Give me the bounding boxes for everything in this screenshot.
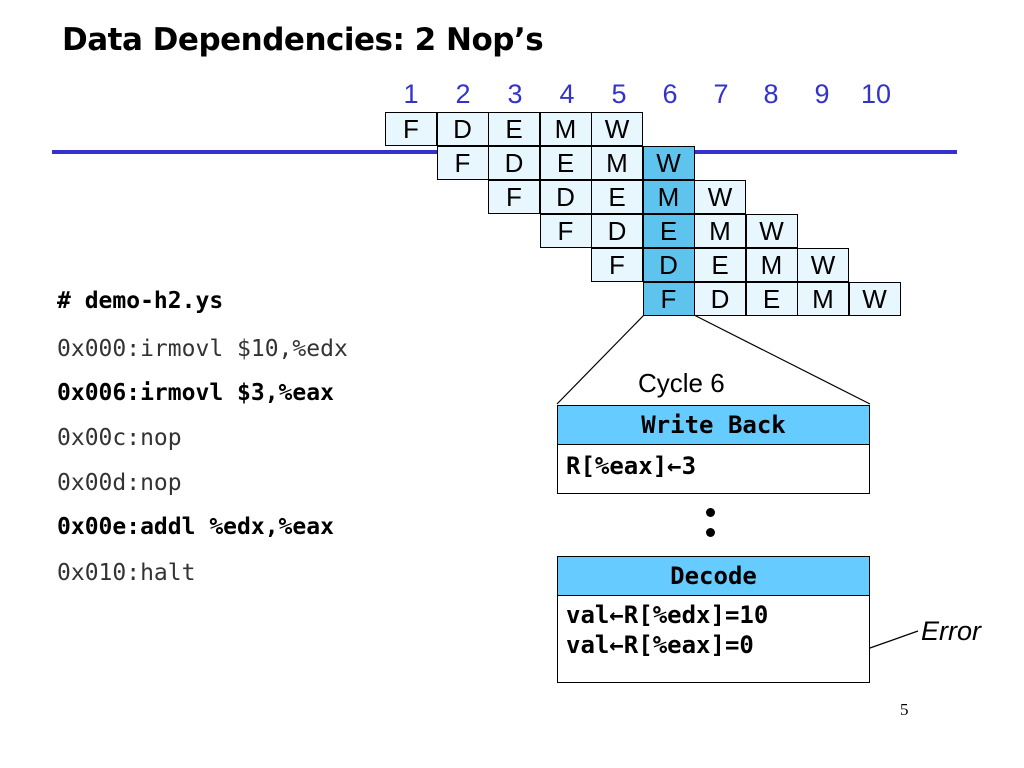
pipeline-stage-M: M <box>642 180 695 214</box>
pipeline-stage-E: E <box>694 248 746 282</box>
decode-line-edx: val←R[%edx]=10 <box>566 601 769 629</box>
pipeline-stage-E: E <box>642 214 695 248</box>
pipeline-stage-D: D <box>539 180 592 214</box>
cycle-number: 7 <box>713 79 729 109</box>
error-label: Error <box>921 616 981 646</box>
pipeline-stage-F: F <box>591 248 643 282</box>
pipeline-stage-E: E <box>745 282 798 316</box>
cycle-number: 8 <box>763 79 779 109</box>
pipeline-stage-W: W <box>848 282 901 316</box>
pipeline-stage-D: D <box>436 112 489 146</box>
slide-title: Data Dependencies: 2 Nop’s <box>62 22 544 58</box>
decode-text: val←R[%edx]=10 val←R[%eax]=0 <box>558 596 869 660</box>
cycle-number: 2 <box>455 79 471 109</box>
pipeline-stage-W: W <box>694 180 746 214</box>
ellipsis-dot <box>706 508 715 517</box>
page-number: 5 <box>900 700 909 719</box>
pipeline-stage-W: W <box>591 112 643 146</box>
program-line: 0x000:irmovl $10,%edx <box>57 336 348 362</box>
ellipsis-dot <box>706 528 715 537</box>
cycle-number: 10 <box>860 79 892 109</box>
program-filename: # demo-h2.ys <box>57 288 224 314</box>
callout-line-left <box>556 314 645 405</box>
pipeline-stage-W: W <box>642 146 695 180</box>
cycle-number: 1 <box>403 79 419 109</box>
program-line: 0x00d:nop <box>57 470 182 496</box>
pipeline-stage-F: F <box>385 112 437 146</box>
cycle-label: Cycle 6 <box>638 368 725 398</box>
program-line: 0x006:irmovl $3,%eax <box>57 380 334 406</box>
program-line: 0x010:halt <box>57 560 196 586</box>
decode-line-eax: val←R[%eax]=0 <box>566 631 754 659</box>
cycle-number: 4 <box>559 79 575 109</box>
pipeline-stage-E: E <box>591 180 643 214</box>
writeback-header: Write Back <box>558 406 869 445</box>
cycle-number: 3 <box>507 79 523 109</box>
pipeline-stage-M: M <box>694 214 746 248</box>
pipeline-stage-D: D <box>591 214 643 248</box>
program-line: 0x00e:addl %edx,%eax <box>57 514 334 540</box>
pipeline-stage-D: D <box>642 248 695 282</box>
program-line: 0x00c:nop <box>57 425 182 451</box>
cycle-number: 6 <box>662 79 678 109</box>
writeback-box: Write Back R[%eax]←3 <box>557 405 870 494</box>
writeback-text: R[%eax]←3 <box>566 452 697 480</box>
pipeline-stage-D: D <box>488 146 540 180</box>
pipeline-stage-W: W <box>797 248 849 282</box>
cycle-number: 9 <box>814 79 830 109</box>
pipeline-stage-M: M <box>591 146 643 180</box>
pipeline-stage-M: M <box>745 248 798 282</box>
decode-header: Decode <box>558 557 869 596</box>
cycle-number: 5 <box>611 79 627 109</box>
pipeline-stage-E: E <box>488 112 540 146</box>
pipeline-stage-F: F <box>539 214 592 248</box>
pipeline-stage-F: F <box>642 282 695 316</box>
pipeline-stage-M: M <box>539 112 592 146</box>
pipeline-stage-W: W <box>745 214 798 248</box>
callout-line-right <box>693 314 871 405</box>
decode-box: Decode val←R[%edx]=10 val←R[%eax]=0 <box>557 556 870 683</box>
